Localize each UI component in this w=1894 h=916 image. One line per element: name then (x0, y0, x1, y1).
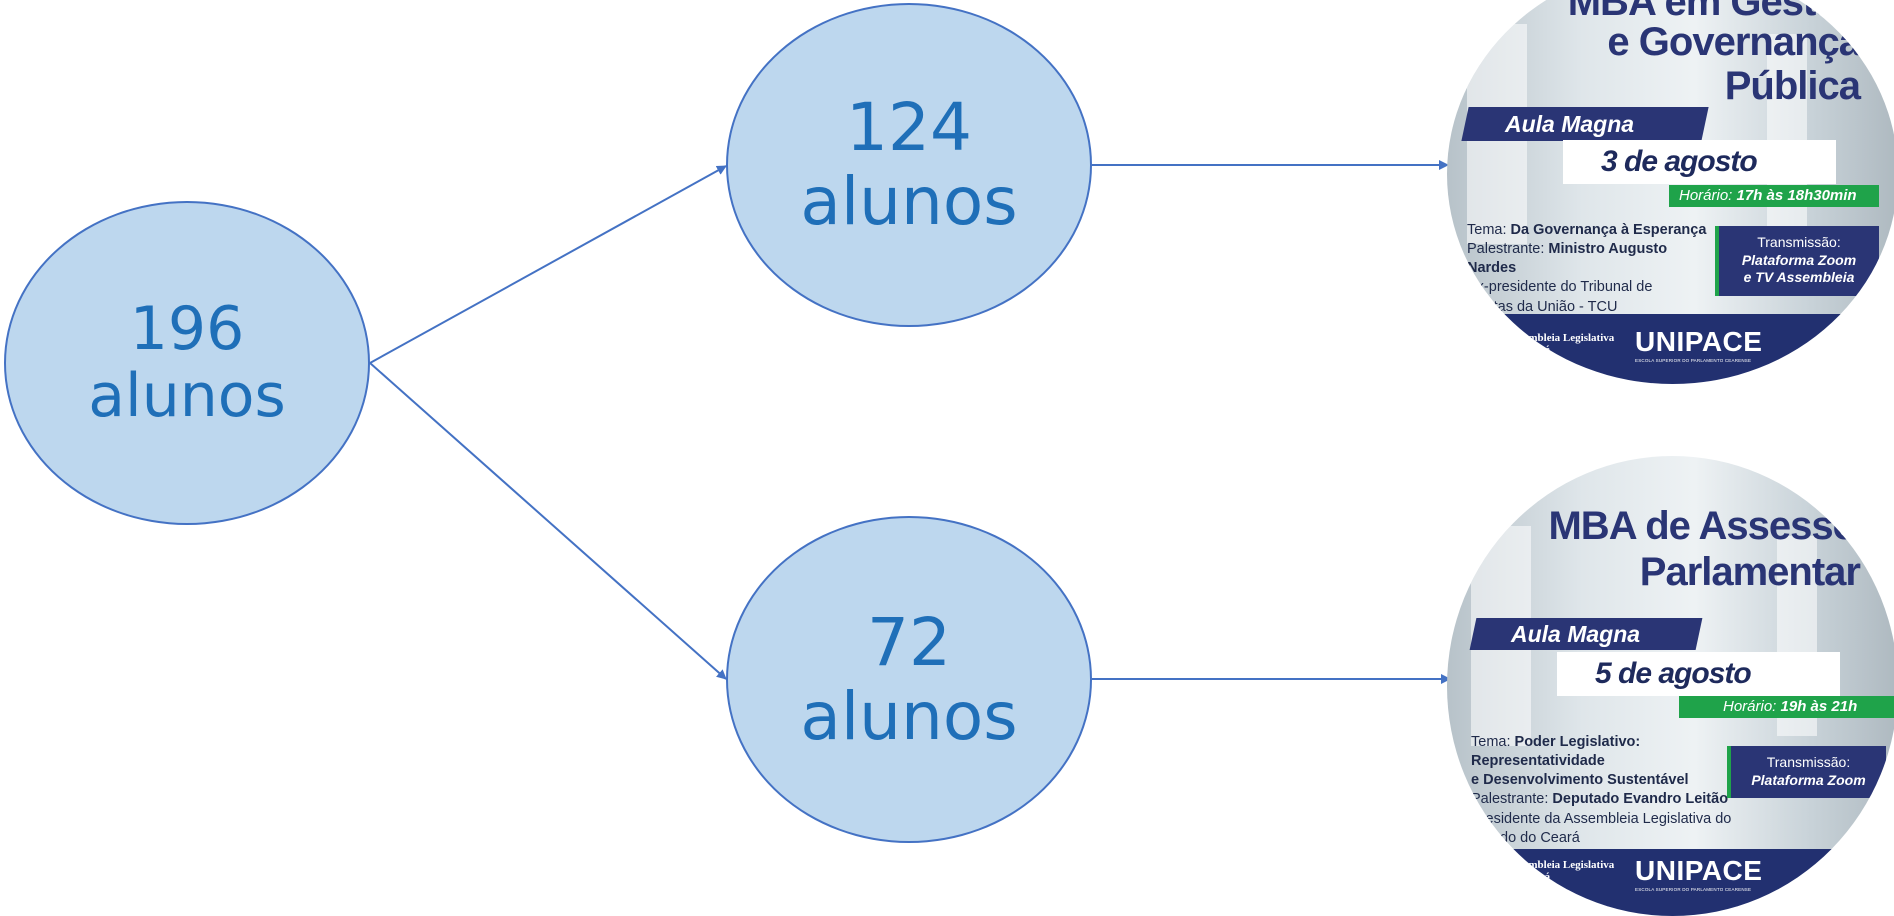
poster-tema-label: Tema: (1471, 734, 1511, 750)
poster-transmission-line-1: Plataforma Zoom (1741, 251, 1857, 268)
poster-event-label: Aula Magna (1505, 111, 1635, 137)
poster-transmission-line-1: Plataforma Zoom (1751, 771, 1866, 788)
poster-transmission-label: Transmissão: (1757, 234, 1841, 250)
node-parliamentary-students: 72 alunos (726, 516, 1092, 843)
poster-speaker-role-2: Contas da União - TCU (1467, 298, 1618, 315)
poster-time: Horário: 19h às 21h (1679, 696, 1894, 718)
node-governance-students: 124 alunos (726, 3, 1092, 327)
poster-speaker-role-2: Estado do Ceará (1471, 829, 1580, 846)
poster-tema-value: Da Governança à Esperança (1510, 222, 1707, 238)
node-governance-number: 124 (846, 89, 972, 167)
poster-footer-logo-sub: ESCOLA SUPERIOR DO PARLAMENTO CEARENSE (1635, 358, 1752, 363)
poster-tema-value-1: Poder Legislativo: Representatividade (1471, 734, 1641, 770)
poster-footer: Assembleia Legislativa do Ceará UNIPACE … (1447, 849, 1894, 916)
poster-title-line-2: Parlamentar (1639, 550, 1861, 594)
poster-footer: Assembleia Legislativa do Ceará UNIPACE … (1447, 314, 1894, 384)
poster-title-line-2: e Governança (1607, 20, 1861, 64)
poster-footer-org: Assembleia Legislativa do Ceará (1507, 332, 1614, 356)
poster-speaker-role-1: Ex-presidente do Tribunal de (1467, 279, 1653, 296)
node-total-number: 196 (129, 293, 245, 364)
poster-time-value: 19h às 21h (1780, 698, 1858, 715)
poster-speaker-label: Palestrante: (1467, 241, 1545, 258)
poster-footer-org-line-1: Assembleia Legislativa (1507, 859, 1615, 871)
poster-event-label: Aula Magna (1511, 621, 1641, 647)
poster-event-band: Aula Magna (1461, 107, 1709, 141)
poster-time-label: Horário: (1679, 187, 1733, 204)
poster-title-line-1: MBA em Gestão (1567, 0, 1861, 24)
arrow-root-to-bottom (369, 362, 727, 680)
node-total-label: alunos (88, 361, 286, 431)
poster-footer-logo: UNIPACE (1635, 326, 1763, 357)
poster-event-band: Aula Magna (1469, 618, 1703, 650)
poster-date: 3 de agosto (1563, 140, 1836, 184)
poster-title-line-3: Pública (1724, 64, 1861, 108)
poster-transmission: Transmissão: Plataforma Zoom (1727, 746, 1886, 798)
poster-details: Tema: Da Governança à Esperança Palestra… (1467, 221, 1707, 317)
poster-time-label: Horário: (1723, 698, 1777, 715)
poster-date: 5 de agosto (1557, 652, 1840, 696)
poster-mba-governance: MBA em Gestão e Governança Pública Aula … (1447, 0, 1894, 384)
poster-time: Horário: 17h às 18h30min (1669, 185, 1879, 207)
poster-speaker-value: Ministro Augusto Nardes (1467, 241, 1668, 277)
poster-footer-logo: UNIPACE (1635, 855, 1763, 886)
poster-speaker-role-1: Presidente da Assembleia Legislativa do (1471, 810, 1732, 827)
node-parliamentary-number: 72 (867, 603, 951, 681)
poster-tema-label: Tema: (1467, 222, 1507, 238)
poster-footer-org-line-2: do Ceará (1507, 344, 1551, 357)
poster-footer-org-line-2: do Ceará (1507, 871, 1551, 884)
arrow-root-to-top (369, 165, 727, 364)
poster-details: Tema: Poder Legislativo: Representativid… (1471, 733, 1771, 848)
poster-speaker-value: Deputado Evandro Leitão (1552, 791, 1729, 808)
poster-transmission-label: Transmissão: (1766, 754, 1851, 770)
node-governance-label: alunos (800, 163, 1018, 240)
poster-title-line-1: MBA de Assessoria (1548, 504, 1894, 548)
poster-speaker-label: Palestrante: (1471, 791, 1549, 808)
node-parliamentary-label: alunos (800, 677, 1018, 755)
poster-time-value: 17h às 18h30min (1736, 187, 1857, 204)
poster-footer-org: Assembleia Legislativa do Ceará (1507, 859, 1614, 883)
poster-footer-org-line-1: Assembleia Legislativa (1507, 332, 1615, 344)
node-total-students: 196 alunos (4, 201, 370, 525)
poster-transmission-line-2: e TV Assembleia (1743, 269, 1855, 285)
poster-mba-parliamentary: MBA de Assessoria Parlamentar Aula Magna… (1447, 456, 1894, 916)
poster-footer-logo-sub: ESCOLA SUPERIOR DO PARLAMENTO CEARENSE (1635, 887, 1752, 892)
poster-tema-value-2: e Desenvolvimento Sustentável (1471, 772, 1689, 789)
poster-transmission: Transmissão: Plataforma Zoom e TV Assemb… (1715, 226, 1879, 296)
